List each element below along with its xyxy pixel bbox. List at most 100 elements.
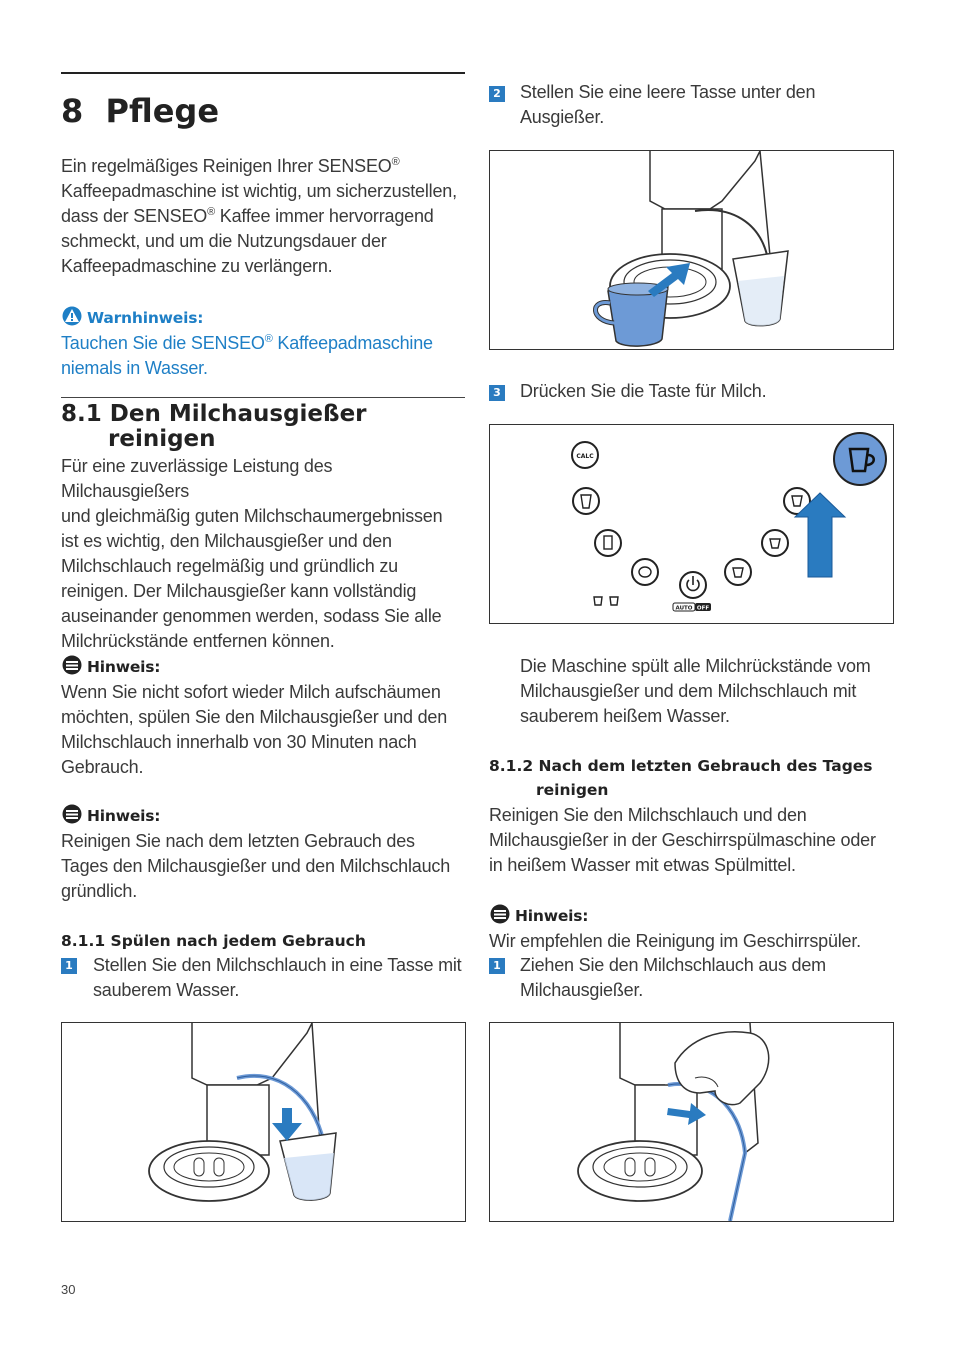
- note-text: Wenn Sie nicht sofort wieder Milch aufsc…: [61, 682, 441, 702]
- warning-block: Warnhinweis: Tauchen Sie die SENSEO® Kaf…: [61, 305, 465, 381]
- calc-label: CALC: [576, 453, 594, 460]
- paragraph-line: ist es wichtig, den Milchausgießer und d…: [61, 531, 392, 551]
- warning-text: niemals in Wasser.: [61, 358, 208, 378]
- section-rule: [61, 397, 465, 398]
- note-text: gründlich.: [61, 881, 138, 901]
- paragraph-line: reinigen. Der Milchausgießer kann vollst…: [61, 581, 417, 601]
- milk-button: [783, 487, 811, 515]
- figure-cup-under-spout: [489, 150, 894, 350]
- step-line: Ausgießer.: [520, 107, 605, 127]
- latte-button: [594, 529, 622, 557]
- press-arrow: [793, 492, 847, 578]
- intro-line: dass der SENSEO: [61, 206, 208, 226]
- intro-line: Kaffeepadmaschine ist wichtig, um sicher…: [61, 181, 457, 201]
- subsection-title: reinigen: [536, 781, 609, 799]
- note-text: Reinigen Sie nach dem letzten Gebrauch d…: [61, 831, 415, 851]
- paragraph-line: in heißem Wasser mit etwas Spülmittel.: [489, 855, 796, 875]
- paragraph-line: und gleichmäßig guten Milchschaumergebni…: [61, 506, 443, 526]
- section-number: 8.1: [61, 401, 102, 427]
- power-button: [679, 571, 707, 599]
- subsection-title: 8.1.2 Nach dem letzten Gebrauch des Tage…: [489, 757, 873, 775]
- result-line: Milchausgießer und dem Milchschlauch mit: [520, 681, 857, 701]
- intro-line: Ein regelmäßiges Reinigen Ihrer SENSEO: [61, 156, 392, 176]
- section-8-1-2-paragraph: Reinigen Sie den Milchschlauch und den M…: [489, 803, 899, 878]
- intro-line: Kaffee immer hervorragend: [214, 206, 434, 226]
- warning-label: Warnhinweis:: [87, 309, 204, 327]
- note-text: Milchschlauch innerhalb von 30 Minuten n…: [61, 732, 417, 752]
- section-8-1-paragraph: Für eine zuverlässige Leistung des Milch…: [61, 454, 465, 654]
- note-text: möchten, spülen Sie den Milchausgießer u…: [61, 707, 448, 727]
- auto-label: AUTO: [676, 606, 693, 612]
- top-rule-left: [61, 72, 465, 74]
- section-title: reinigen: [108, 426, 216, 452]
- paragraph-line: Für eine zuverlässige Leistung des Milch…: [61, 456, 333, 501]
- paragraph-line: Reinigen Sie den Milchschlauch und den: [489, 805, 807, 825]
- step-line: sauberem Wasser.: [93, 980, 240, 1000]
- note-text: Gebrauch.: [61, 757, 144, 777]
- auto-off-label: AUTO OFF: [672, 602, 711, 612]
- page-number: 30: [61, 1282, 76, 1297]
- step-number-badge: 1: [489, 958, 505, 974]
- step-line: Ziehen Sie den Milchschlauch aus dem: [520, 955, 826, 975]
- subsection-8-1-2-heading: 8.1.2 Nach dem letzten Gebrauch des Tage…: [489, 754, 899, 802]
- note-text: Wir empfehlen die Reinigung im Geschirrs…: [489, 931, 861, 951]
- coffee-button: [724, 558, 752, 586]
- paragraph-line: auseinander genommen werden, sodass Sie …: [61, 606, 442, 626]
- cup-size-icons: [593, 596, 619, 606]
- illustration-control-panel: CALC: [571, 432, 887, 612]
- chapter-heading: 8 Pflege: [61, 92, 219, 130]
- illustration-cup-under-spout: [593, 151, 789, 347]
- off-label: OFF: [697, 606, 709, 612]
- note-label: Hinweis:: [515, 907, 589, 925]
- figure-tube-in-cup: [61, 1022, 466, 1222]
- step-text: Drücken Sie die Taste für Milch.: [520, 381, 767, 401]
- result-paragraph: Die Maschine spült alle Milchrückstände …: [520, 654, 900, 729]
- intro-paragraph: Ein regelmäßiges Reinigen Ihrer SENSEO® …: [61, 154, 465, 279]
- note-icon: [62, 804, 82, 824]
- glass-button: [572, 487, 600, 515]
- step-line: Stellen Sie eine leere Tasse unter den: [520, 82, 816, 102]
- step-number-badge: 2: [489, 86, 505, 102]
- warning-text: Tauchen Sie die SENSEO: [61, 333, 265, 353]
- paragraph-line: Milchausgießer in der Geschirrspülmaschi…: [489, 830, 876, 850]
- illustration-tube-in-cup: [148, 1023, 337, 1202]
- step-line: Stellen Sie den Milchschlauch in eine Ta…: [93, 955, 462, 975]
- paragraph-line: Milchrückstände entfernen können.: [61, 631, 335, 651]
- figure-pull-tube: [489, 1022, 894, 1222]
- illustration-pull-tube: [577, 1023, 770, 1221]
- intro-line: schmeckt, und um die Nutzungsdauer der: [61, 231, 387, 251]
- chapter-title: Pflege: [105, 92, 220, 130]
- warning-text: Kaffeepadmaschine: [272, 333, 433, 353]
- registered-mark: ®: [207, 206, 215, 218]
- intro-line: Kaffeepadmaschine zu verlängern.: [61, 256, 333, 276]
- step-line: Milchausgießer.: [520, 980, 644, 1000]
- step-text: Ziehen Sie den Milchschlauch aus dem Mil…: [520, 953, 900, 1003]
- strength-button: [761, 529, 789, 557]
- step-number-badge: 1: [61, 958, 77, 974]
- registered-mark: ®: [391, 156, 400, 168]
- note-block: Hinweis: Wenn Sie nicht sofort wieder Mi…: [61, 654, 465, 780]
- section-title: Den Milchausgießer: [109, 401, 367, 427]
- warning-icon: [62, 306, 82, 326]
- note-text: Tages den Milchausgießer und den Milchsc…: [61, 856, 451, 876]
- figure-control-panel: CALC: [489, 424, 894, 624]
- note-icon: [62, 655, 82, 675]
- step-text: Stellen Sie eine leere Tasse unter den A…: [520, 80, 900, 130]
- calc-button: CALC: [571, 441, 599, 469]
- note-block: Hinweis: Wir empfehlen die Reinigung im …: [489, 903, 899, 954]
- result-line: Die Maschine spült alle Milchrückstände …: [520, 656, 871, 676]
- step-number-badge: 3: [489, 385, 505, 401]
- paragraph-line: Milchschlauch regelmäßig und gründlich z…: [61, 556, 398, 576]
- subsection-8-1-1-heading: 8.1.1 Spülen nach jedem Gebrauch: [61, 932, 366, 950]
- result-line: sauberem heißem Wasser.: [520, 706, 730, 726]
- registered-mark: ®: [264, 333, 273, 345]
- note-icon: [490, 904, 510, 924]
- step-text: Stellen Sie den Milchschlauch in eine Ta…: [93, 953, 473, 1003]
- cappuccino-button: [631, 558, 659, 586]
- note-label: Hinweis:: [87, 807, 161, 825]
- chapter-number: 8: [61, 92, 84, 130]
- section-8-1-heading: 8.1 Den Milchausgießer reinigen: [61, 402, 465, 452]
- note-block: Hinweis: Reinigen Sie nach dem letzten G…: [61, 803, 465, 904]
- note-label: Hinweis:: [87, 658, 161, 676]
- milk-button-highlight: [833, 432, 887, 486]
